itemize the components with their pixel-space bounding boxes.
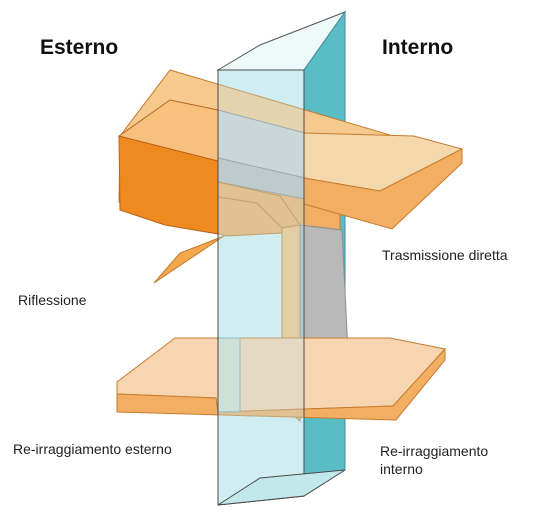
reflection-label: Riflessione [18,292,87,308]
glass-front-overlay [217,69,305,506]
lower-reradiation-front [116,347,446,421]
direct-transmission-label: Trasmissione diretta [382,247,508,263]
outer-reflection-cone [153,235,225,284]
outside-heading: Esterno [40,36,119,59]
internal-reradiation-label: Re-irraggiamento interno [380,443,489,478]
glass-bottom-edge [217,469,346,506]
inside-heading: Interno [382,36,454,59]
external-reradiation-label: Re-irraggiamento esterno [13,441,172,457]
